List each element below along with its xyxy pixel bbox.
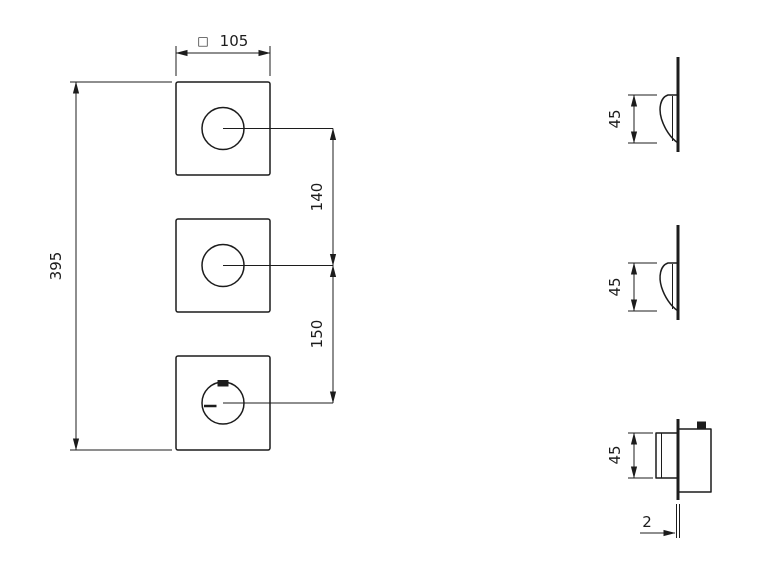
- side-view-bottom: 45 2: [606, 419, 712, 538]
- dim-spacing-upper-label: 140: [308, 183, 326, 212]
- dimension-spacing: 140 150: [223, 128, 337, 404]
- dim-depth-top-label: 45: [606, 109, 624, 128]
- dim-depth-middle-label: 45: [606, 277, 624, 296]
- side-view-top: 45: [606, 57, 680, 152]
- knob-profile: [659, 94, 679, 144]
- handle-profile: [655, 432, 679, 479]
- dimension-height-395: 395: [47, 81, 172, 451]
- dim-spacing-lower-label: 150: [308, 320, 326, 349]
- knob-profile: [659, 262, 679, 312]
- dim-thickness-label: 2: [642, 513, 652, 531]
- valve-body: [677, 428, 712, 493]
- dim-depth-bottom-label: 45: [606, 445, 624, 464]
- dimension-width-105: □ 105: [175, 32, 271, 76]
- square-symbol-icon: □: [197, 34, 208, 48]
- valve-stop-button: [697, 421, 706, 429]
- side-view-middle: 45: [606, 225, 680, 320]
- dim-width-label: 105: [220, 32, 249, 50]
- knob-safety-button: [217, 380, 229, 387]
- dim-height-label: 395: [47, 252, 65, 281]
